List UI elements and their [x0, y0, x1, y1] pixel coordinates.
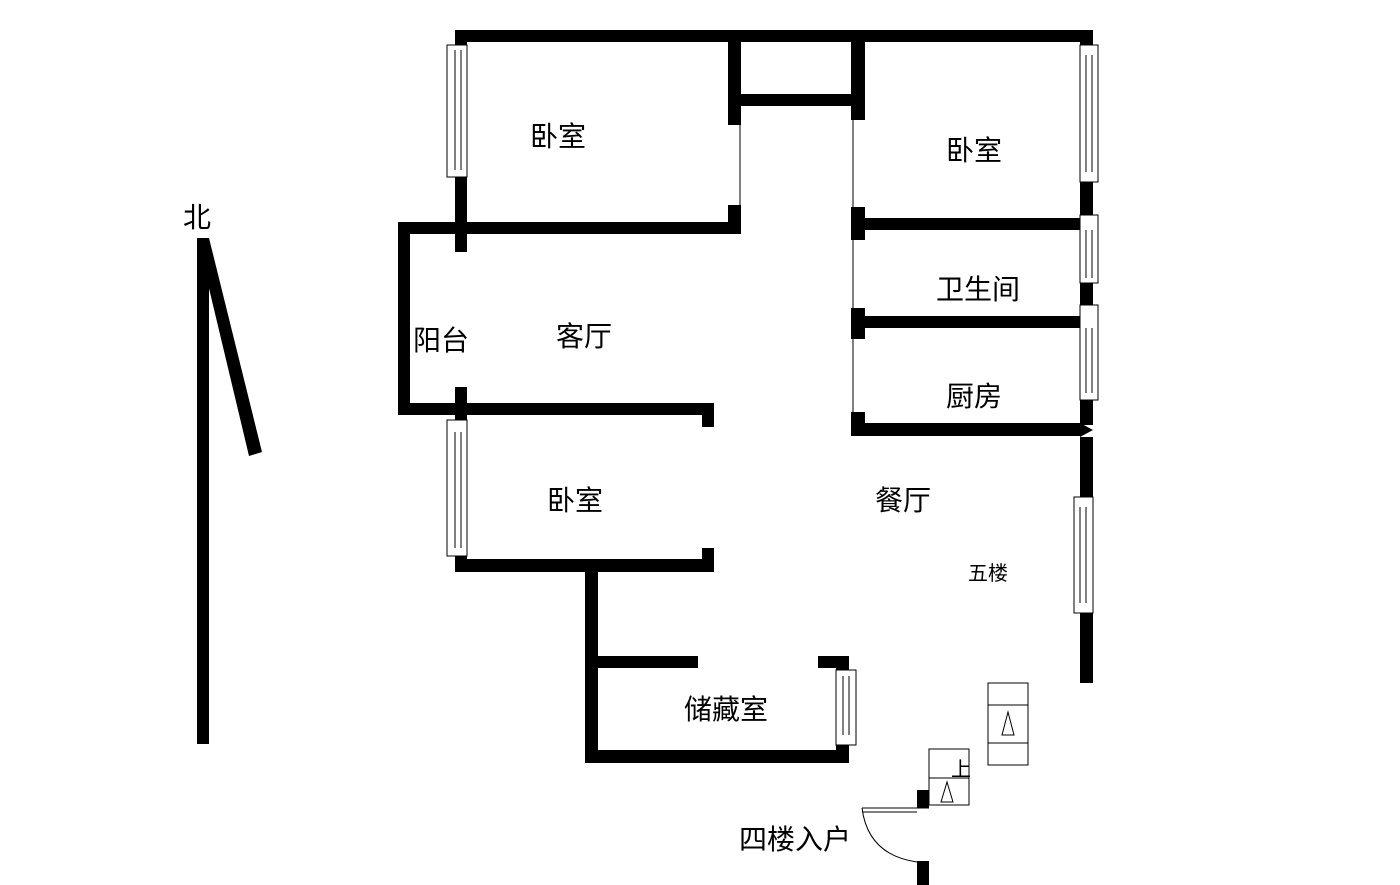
bedroom-w-label: 卧室: [547, 484, 604, 517]
stair-up-icon: [917, 748, 970, 808]
wall-bath-bottom: [851, 316, 1093, 328]
stair-up-label: 上: [951, 757, 971, 781]
window-w-bedroom: [446, 419, 468, 557]
window-nw-bedroom: [446, 44, 468, 178]
window-ne-bedroom: [1079, 44, 1099, 183]
window-storage: [835, 669, 857, 746]
kitchen-label: 厨房: [946, 380, 1003, 413]
wall-w-bedroom-right-upper: [702, 403, 714, 427]
entrance-door-icon: [861, 807, 929, 885]
wall-nw-bedroom-right: [728, 30, 741, 125]
wall-balcony-bottom: [398, 403, 714, 415]
wall-east-4: [1080, 393, 1093, 425]
wall-ne-bedroom-bottom: [851, 218, 1093, 230]
wall-niche-bottom: [728, 94, 865, 106]
bedroom-nw-label: 卧室: [530, 120, 587, 153]
stair-five-icon: [987, 682, 1029, 766]
wall-niche-right: [851, 30, 865, 120]
north-arrow-icon: [197, 238, 262, 744]
bathroom-label: 卫生间: [936, 273, 1021, 306]
living-room-label: 客厅: [556, 320, 613, 353]
balcony-label: 阳台: [413, 324, 470, 357]
wall-kitchen-bottom: [851, 423, 1081, 436]
wall-balcony-left: [398, 222, 410, 415]
bedroom-ne-label: 卧室: [946, 134, 1003, 167]
wall-nw-bedroom-right-lower: [728, 205, 741, 234]
window-dining: [1073, 496, 1094, 614]
storage-room-label: 储藏室: [684, 693, 769, 726]
entrance-label: 四楼入户: [739, 823, 852, 856]
wall-top: [455, 30, 1093, 42]
wall-nw-bedroom-bottom: [398, 222, 741, 234]
window-kitchen: [1079, 304, 1099, 401]
floor-five-label: 五楼: [968, 561, 1008, 585]
dining-room-label: 餐厅: [875, 484, 932, 517]
north-label: 北: [183, 201, 212, 234]
wall-east-6: [1080, 603, 1093, 683]
window-bathroom: [1079, 214, 1099, 284]
wall-storage-top: [585, 656, 698, 668]
wall-east-5: [1080, 437, 1093, 507]
wall-w-bedroom-bottom: [455, 559, 714, 572]
wall-living-stub-upper: [455, 222, 467, 252]
wall-storage-bottom: [585, 750, 849, 763]
